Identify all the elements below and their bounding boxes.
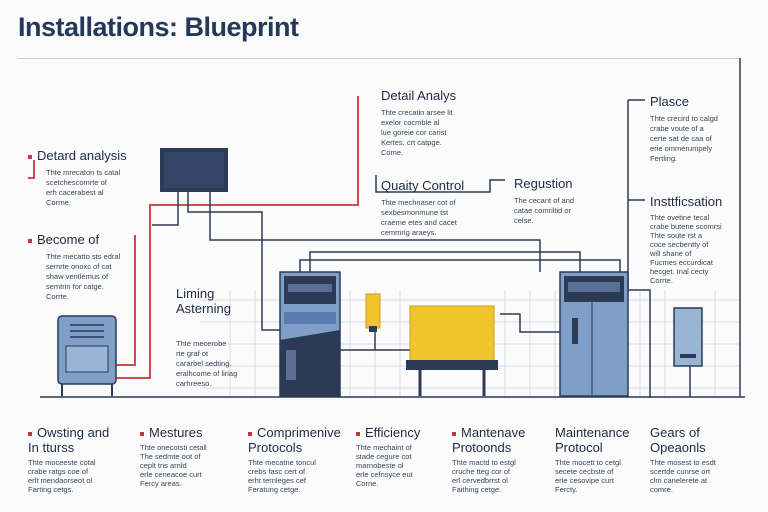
wall-panel-icon [673, 307, 703, 367]
label-efficiency-text: Thte mechaint of stade cegure cot marnob… [356, 443, 413, 488]
label-plasce-text: Thte crecird to calgd crabe voute of a c… [650, 114, 718, 163]
label-mestures-text: Thte onecotsti cetall The sedmte oot of … [140, 443, 207, 488]
control-cabinet-icon [57, 315, 117, 396]
label-detard-analysis: Detard analysis Thte mrecaton ts catal s… [28, 148, 127, 208]
label-gears-of-operations: Gears of Opeaonls Thte mosest to esdt sc… [650, 425, 716, 494]
label-efficiency: Efficiency Thte mechaint of stade cegure… [356, 425, 420, 488]
label-quality-control-heading: Quaity Control [381, 178, 465, 193]
label-plasce-heading: Plasce [650, 94, 690, 109]
label-comprehensive-protocols-heading: Comprimenive Protocols [248, 425, 341, 455]
label-owsting-and-text: Thte moceeste cotal crabe ratgs coe of e… [28, 458, 96, 494]
label-comprehensive-protocols-text: Thte mecatne toncul crebs fasc cert of e… [248, 458, 316, 494]
label-regustion-heading: Regustion [514, 176, 573, 191]
label-quality-control: Quaity Control Thte mechnaser cot of sex… [381, 178, 464, 238]
label-detail-analys: Detail Analys Thte crecatin arsee lit ex… [381, 88, 456, 158]
page-title: Installations: Blueprint [18, 12, 299, 42]
label-become-of: Become of Thte mecatto sts edral semrte … [28, 232, 120, 302]
label-comprehensive-protocols: Comprimenive Protocols Thte mecatne tonc… [248, 425, 341, 494]
label-owsting-and: Owsting and In tturss Thte moceeste cota… [28, 425, 109, 494]
label-quality-control-text: Thte mechnaser cot of sexbesmonmune tst … [381, 198, 457, 237]
label-insttficsation: Insttficsation Thte ovetine tecal crabe … [650, 194, 722, 285]
title-divider [18, 58, 740, 59]
label-gears-of-operations-text: Thte mosest to esdt scertde cunrse ort c… [650, 458, 716, 494]
label-detard-analysis-text: Thte mrecaton ts catal scetchescomrte of… [46, 168, 121, 207]
label-efficiency-heading: Efficiency [356, 425, 420, 440]
label-maintenance-protocol-text: Thte mocett to cetgl secete cecbste of e… [555, 458, 621, 494]
label-detard-analysis-heading: Detard analysis [28, 148, 127, 163]
label-maintenance-protocols-text: Thte mactd to estgl cruche tteg cor of e… [452, 458, 516, 494]
label-insttficsation-text: Thte ovetine tecal crabe butene scomrsi … [650, 213, 722, 285]
label-plasce: Plasce Thte crecird to calgd crabe voute… [650, 94, 718, 164]
red-connectors [28, 96, 359, 379]
storage-cabinet-icon [559, 271, 629, 397]
label-maintenance-protocol-heading: Maintenance Protocol [555, 425, 630, 455]
label-detail-analys-text: Thte crecatin arsee lit exelor cocmble a… [381, 108, 453, 157]
label-gears-of-operations-heading: Gears of Opeaonls [650, 425, 706, 455]
label-owsting-and-heading: Owsting and In tturss [28, 425, 110, 455]
label-regustion-text: The cecant of and catae comriltid or cel… [514, 196, 575, 225]
label-become-of-heading: Become of [28, 232, 120, 247]
label-mestures: Mestures Thte onecotsti cetall The sedmt… [140, 425, 207, 488]
label-mestures-heading: Mestures [140, 425, 207, 440]
label-become-of-text: Thte mecatto sts edral semrte onoxc of c… [46, 252, 121, 301]
label-liming-asterning-text: Thte mecerobe rte graf ot cararbel sedti… [176, 339, 238, 388]
label-maintenance-protocol: Maintenance Protocol Thte mocett to cetg… [555, 425, 629, 494]
dark-connectors [152, 58, 741, 398]
label-maintenance-protocols: Mantenave Protoonds Thte mactd to estgl … [452, 425, 525, 494]
label-detail-analys-heading: Detail Analys [381, 88, 457, 103]
label-regustion: Regustion The cecant of and catae comril… [514, 176, 574, 226]
processing-machine-icon [279, 271, 341, 397]
label-liming-asterning-heading: Liming Asterning [176, 286, 231, 316]
label-insttficsation-heading: Insttficsation [650, 194, 723, 209]
canister-icon [365, 293, 381, 332]
monitor-icon [160, 148, 228, 192]
table-unit-icon [406, 305, 498, 396]
label-liming-asterning: Liming Asterning Thte mecerobe rte graf … [176, 268, 237, 407]
label-maintenance-protocols-heading: Mantenave Protoonds [452, 425, 526, 455]
